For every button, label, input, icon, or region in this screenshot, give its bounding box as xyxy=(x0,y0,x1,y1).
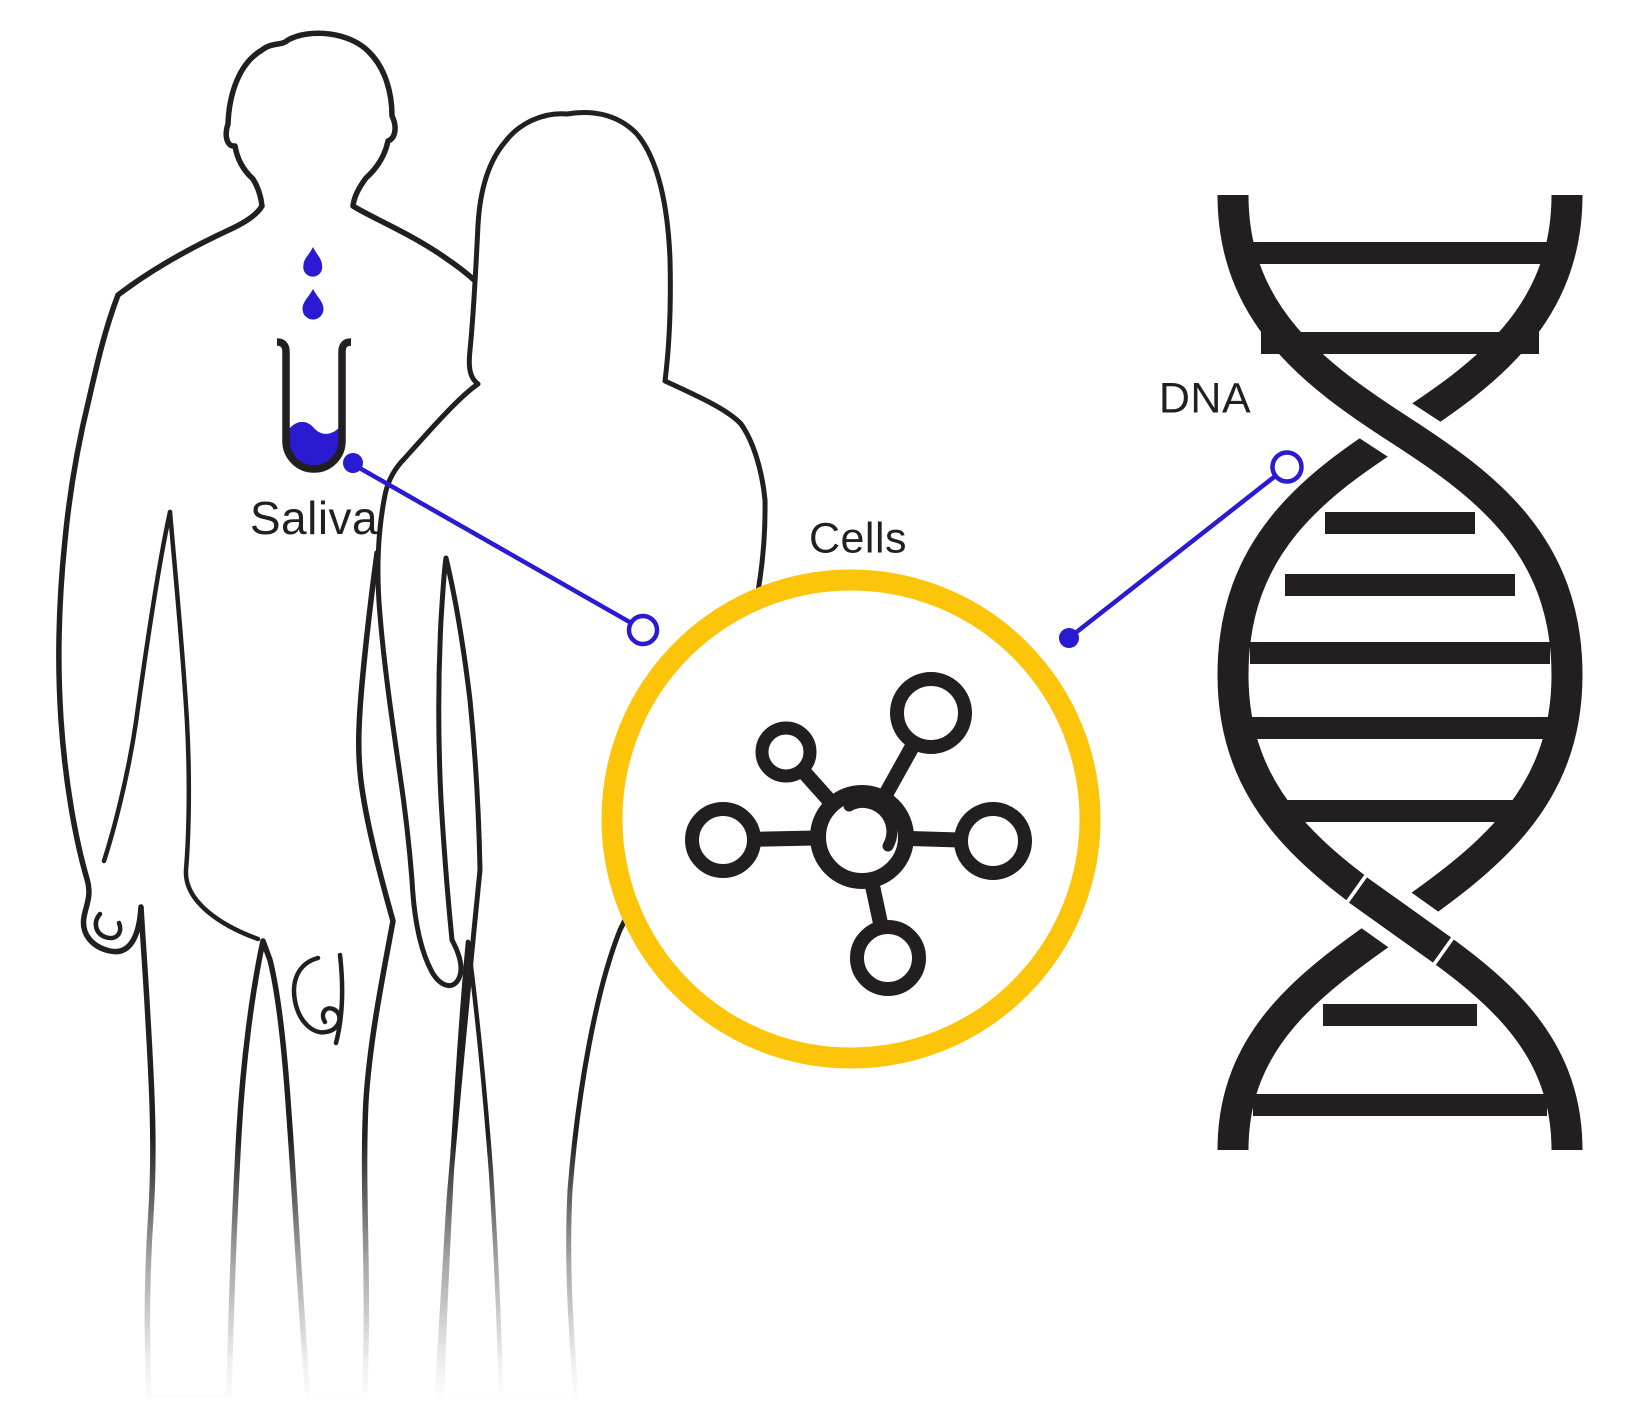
cells-label: Cells xyxy=(808,514,908,563)
saliva-droplets-icon xyxy=(302,247,324,320)
cell-molecule-icon xyxy=(685,672,1032,996)
saliva-label: Saliva xyxy=(249,492,379,544)
cells-circle xyxy=(601,569,1101,1069)
callout-open-circle xyxy=(1270,450,1304,484)
callout-dot xyxy=(343,453,363,473)
callout-open-circle xyxy=(626,613,660,647)
female-body-outline-icon xyxy=(375,109,768,1401)
dna-double-helix-icon xyxy=(1217,194,1583,1151)
male-body-outline-icon xyxy=(56,30,511,1401)
dna-label: DNA xyxy=(1158,374,1252,423)
callout-dot xyxy=(1059,628,1079,648)
saliva-liquid xyxy=(288,421,340,467)
cells-to-dna-callout-line xyxy=(1059,450,1304,648)
test-tube-icon xyxy=(276,247,363,473)
saliva-to-cells-callout-line xyxy=(354,464,660,647)
